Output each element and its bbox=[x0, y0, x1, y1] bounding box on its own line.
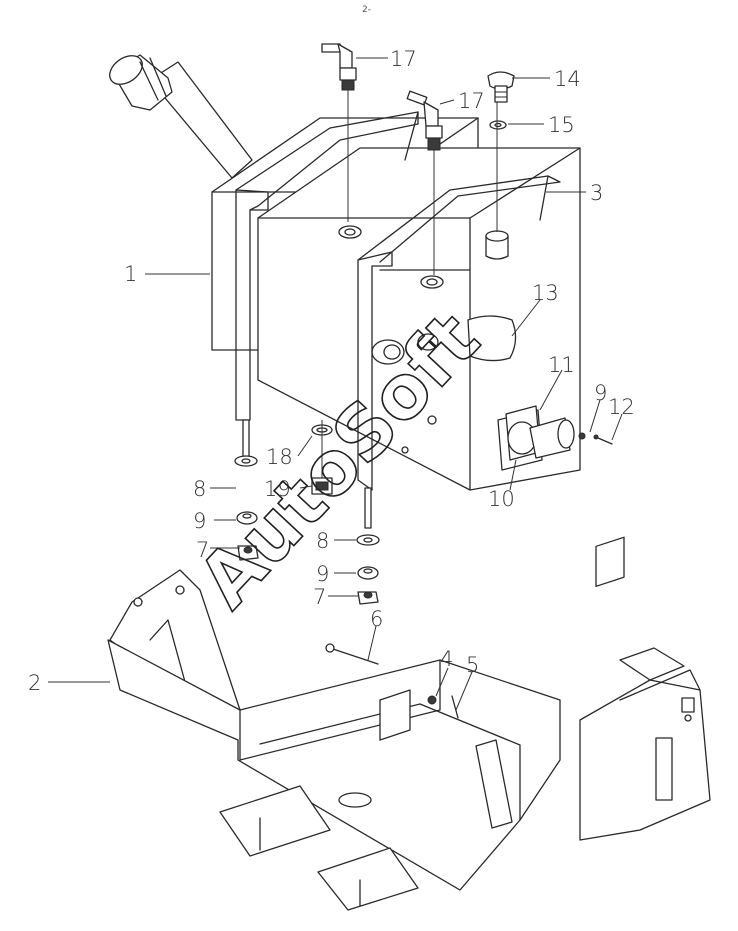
callout-11: 11 bbox=[548, 353, 575, 377]
callout-9-mid: 9 bbox=[316, 562, 329, 586]
callout-10: 10 bbox=[488, 487, 515, 511]
tray-hole bbox=[338, 792, 372, 808]
pin-5 bbox=[451, 695, 459, 719]
filler-cap bbox=[487, 71, 515, 103]
callout-7-right: 7 bbox=[313, 585, 326, 609]
nut-4 bbox=[427, 695, 437, 705]
callout-15: 15 bbox=[548, 113, 575, 137]
fuel-tank bbox=[211, 117, 581, 491]
drain-plug bbox=[311, 420, 333, 495]
mounting-tray-frame bbox=[107, 536, 711, 911]
callout-2: 2 bbox=[28, 671, 41, 695]
callout-8-right: 8 bbox=[316, 529, 329, 553]
bolt-6 bbox=[325, 643, 379, 665]
callout-19: 19 bbox=[264, 477, 291, 501]
callout-17-b: 17 bbox=[458, 89, 485, 113]
callout-3: 3 bbox=[590, 181, 603, 205]
right-mounting-hardware bbox=[356, 487, 380, 605]
screw-12 bbox=[597, 437, 613, 445]
washer-9-right bbox=[578, 432, 586, 440]
sending-unit bbox=[497, 405, 575, 471]
callout-4: 4 bbox=[440, 647, 453, 671]
callout-1: 1 bbox=[124, 262, 137, 286]
tank-straps bbox=[235, 111, 561, 491]
callout-5: 5 bbox=[466, 653, 479, 677]
filler-boss bbox=[485, 235, 509, 260]
callout-6: 6 bbox=[370, 607, 383, 631]
callout-7-left: 7 bbox=[196, 538, 209, 562]
filler-neck-hose bbox=[109, 54, 253, 179]
callout-12: 12 bbox=[608, 395, 635, 419]
page-mark: 2- bbox=[362, 5, 371, 15]
callout-13: 13 bbox=[532, 281, 559, 305]
sender-plate bbox=[467, 315, 517, 362]
elbow-fitting-a bbox=[321, 43, 357, 222]
elbow-fitting-b bbox=[406, 90, 443, 275]
callout-8-left: 8 bbox=[193, 477, 206, 501]
callout-14: 14 bbox=[554, 67, 581, 91]
callout-9-right: 9 bbox=[594, 381, 607, 405]
leader-lines bbox=[48, 57, 623, 711]
callout-17-a: 17 bbox=[390, 47, 417, 71]
callout-9-left: 9 bbox=[193, 509, 206, 533]
callout-18: 18 bbox=[266, 445, 293, 469]
left-mounting-hardware bbox=[234, 419, 259, 561]
